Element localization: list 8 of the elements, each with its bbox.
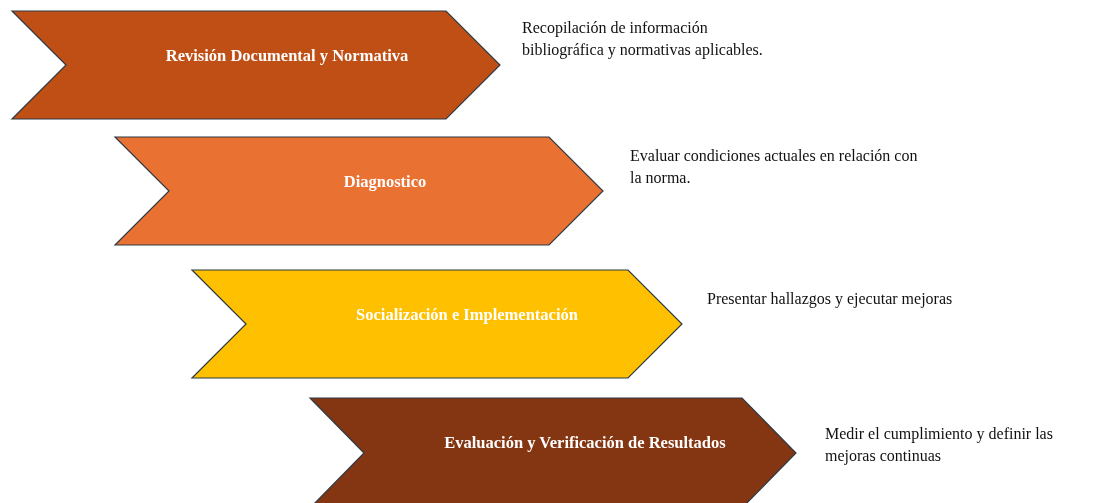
step-title: Diagnostico (343, 171, 427, 193)
step-description: Presentar hallazgos y ejecutar mejoras (707, 289, 954, 310)
step-description: Evaluar condiciones actuales en relación con la norma. (630, 146, 919, 188)
step-title: Evaluación y Verificación de Resultados (444, 432, 726, 454)
step-description: Medir el cumplimiento y definir las mejoras continuas (825, 424, 1054, 467)
step-title: Revisión Documental y Normativa (165, 45, 409, 67)
step-title: Socialización e Implementación (356, 304, 578, 326)
step-description: Recopilación de información bibliográfica y normativas aplicables. (522, 18, 764, 61)
